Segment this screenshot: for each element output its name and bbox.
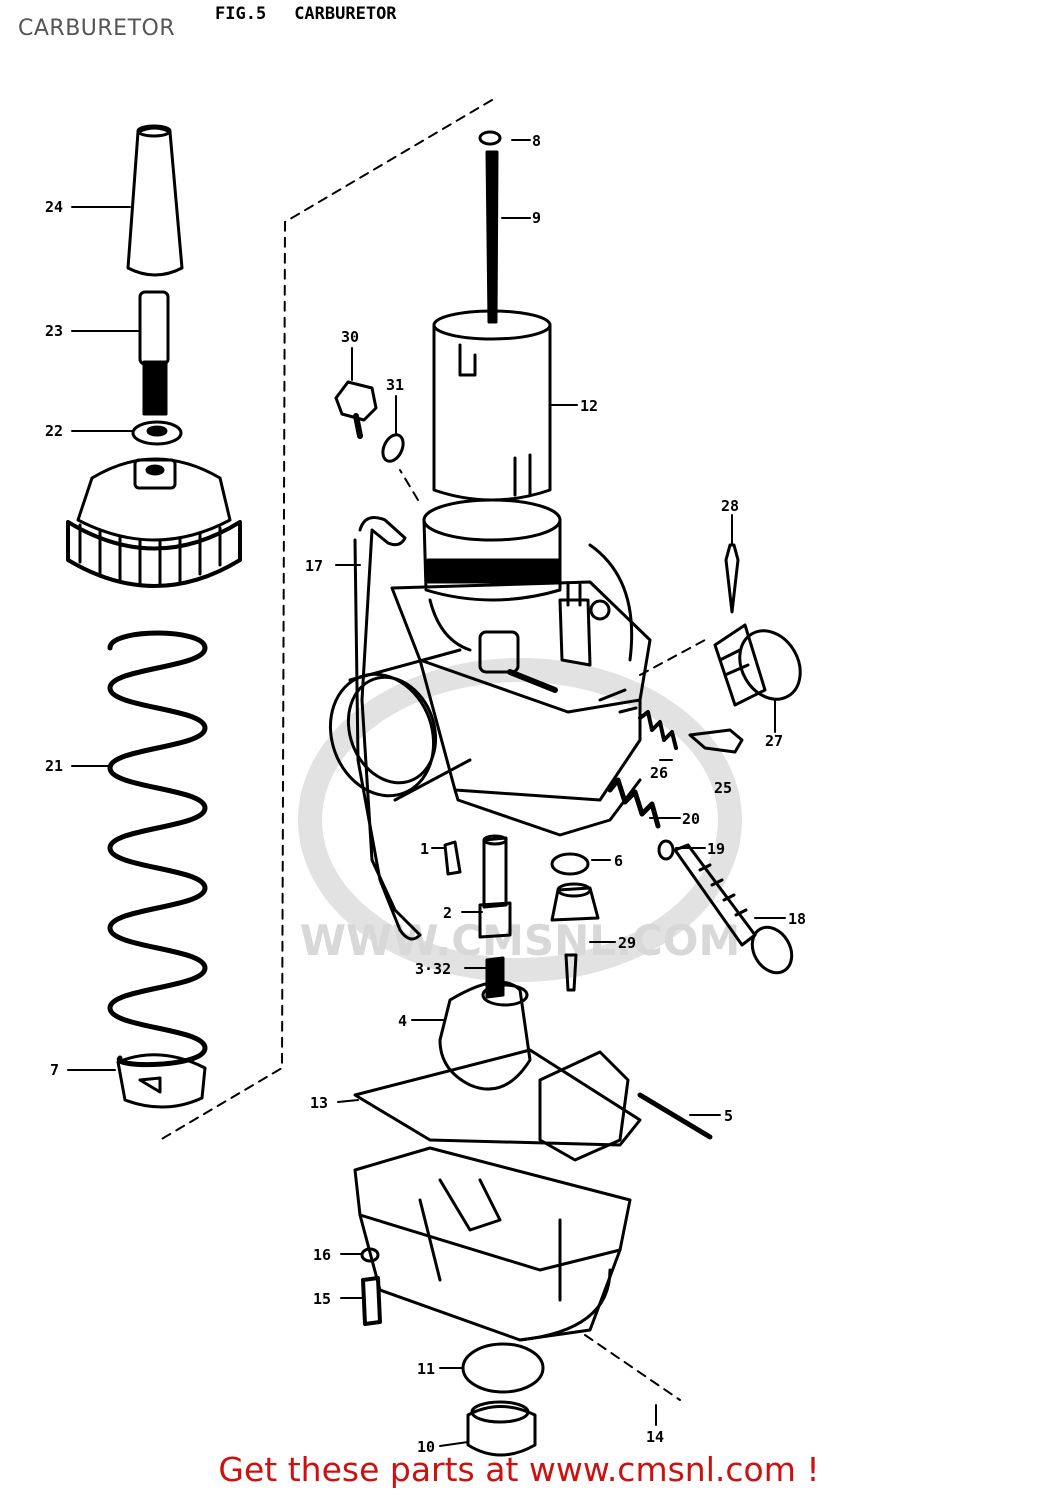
- part-29-float-valve: [550, 882, 600, 992]
- callout-14: 14: [646, 1428, 664, 1446]
- part-6-o-ring: [550, 852, 590, 876]
- float-chamber-bowl: [353, 1146, 632, 1342]
- float-chamber-float: [538, 1050, 630, 1162]
- guide-line-bolt: [399, 469, 419, 501]
- part-24-rubber-cap: [126, 124, 184, 277]
- guide-line-cap: [639, 639, 706, 676]
- callout-11: 11: [417, 1360, 435, 1378]
- callout-26: 26: [650, 764, 668, 782]
- callout-21: 21: [45, 757, 63, 775]
- carburetor-body: [328, 498, 652, 837]
- callout-30: 30: [341, 328, 359, 346]
- callout-20: 20: [682, 810, 700, 828]
- part-5-float-pin: [637, 1092, 713, 1140]
- callout-19: 19: [707, 840, 725, 858]
- figure-title: FIG.5 CARBURETOR: [215, 4, 425, 24]
- part-4-float: [438, 980, 532, 1091]
- watermark-text: WWW.CMSNL.COM: [300, 916, 741, 965]
- part-8-needle-clip: [478, 130, 502, 146]
- callout-6: 6: [614, 852, 623, 870]
- callout-23: 23: [45, 322, 63, 340]
- callout-4: 4: [398, 1012, 407, 1030]
- part-26-spring: [638, 710, 678, 750]
- part-3-32-main-jet: [485, 956, 505, 999]
- guide-line-drain: [584, 1334, 681, 1401]
- assembly-guide-lines: [159, 99, 706, 1401]
- callout-3-32: 3·32: [415, 960, 451, 978]
- leader-lines: [67, 139, 786, 1447]
- callout-2: 2: [443, 904, 452, 922]
- promo-link[interactable]: Get these parts at www.cmsnl.com !: [218, 1450, 820, 1489]
- part-18-throttle-stop-screw: [673, 843, 794, 975]
- part-27-cap: [713, 623, 802, 707]
- part-11-o-ring: [461, 1342, 545, 1394]
- figure-number: FIG.5: [215, 4, 267, 24]
- watermark-logo-ring: [298, 658, 742, 982]
- callout-5: 5: [724, 1107, 733, 1125]
- part-20-spring: [607, 777, 661, 829]
- part-31-washer: [381, 433, 405, 463]
- callout-29: 29: [618, 934, 636, 952]
- figure-caption: CARBURETOR: [294, 4, 397, 24]
- callout-1: 1: [420, 840, 429, 858]
- top-cap-ring: [66, 457, 242, 588]
- callout-9: 9: [532, 209, 541, 227]
- part-19-washer: [657, 839, 675, 861]
- part-23-cable-adjuster: [138, 290, 170, 416]
- part-15-screw: [361, 1276, 382, 1326]
- part-17-air-vent-tube: [353, 516, 422, 941]
- callout-10: 10: [417, 1438, 435, 1456]
- part-7-retainer-clip: [116, 1053, 207, 1109]
- callout-7: 7: [50, 1061, 59, 1079]
- page-label: CARBURETOR: [18, 16, 176, 41]
- watermark: WWW.CMSNL.COM: [298, 658, 742, 982]
- part-9-jet-needle: [485, 150, 499, 324]
- part-10-drain-plug: [466, 1400, 537, 1457]
- part-13-gasket: [353, 1048, 642, 1147]
- callout-15: 15: [313, 1290, 331, 1308]
- callout-17: 17: [305, 557, 323, 575]
- part-30-bolt: [334, 380, 378, 439]
- part-2-needle-jet: [478, 834, 512, 939]
- part-21-spring: [107, 630, 208, 1068]
- callout-8: 8: [532, 132, 541, 150]
- callout-16: 16: [313, 1246, 331, 1264]
- callout-22: 22: [45, 422, 63, 440]
- part-25-pilot-screw: [688, 728, 744, 754]
- part-12-throttle-slide: [432, 309, 552, 502]
- part-22-lock-nut: [131, 420, 183, 446]
- callout-labels: 24 23 22 21 7 8 9 12 30 31 17 28 27 26 2…: [45, 132, 806, 1456]
- callout-18: 18: [788, 910, 806, 928]
- part-28-split-pin: [724, 543, 740, 614]
- guide-line-slide-group: [159, 99, 493, 1141]
- callout-25: 25: [714, 779, 732, 797]
- callout-31: 31: [386, 376, 404, 394]
- callout-24: 24: [45, 198, 63, 216]
- callout-12: 12: [580, 397, 598, 415]
- callout-27: 27: [765, 732, 783, 750]
- part-1-pilot-jet: [443, 840, 462, 876]
- callout-28: 28: [721, 497, 739, 515]
- callout-13: 13: [310, 1094, 328, 1112]
